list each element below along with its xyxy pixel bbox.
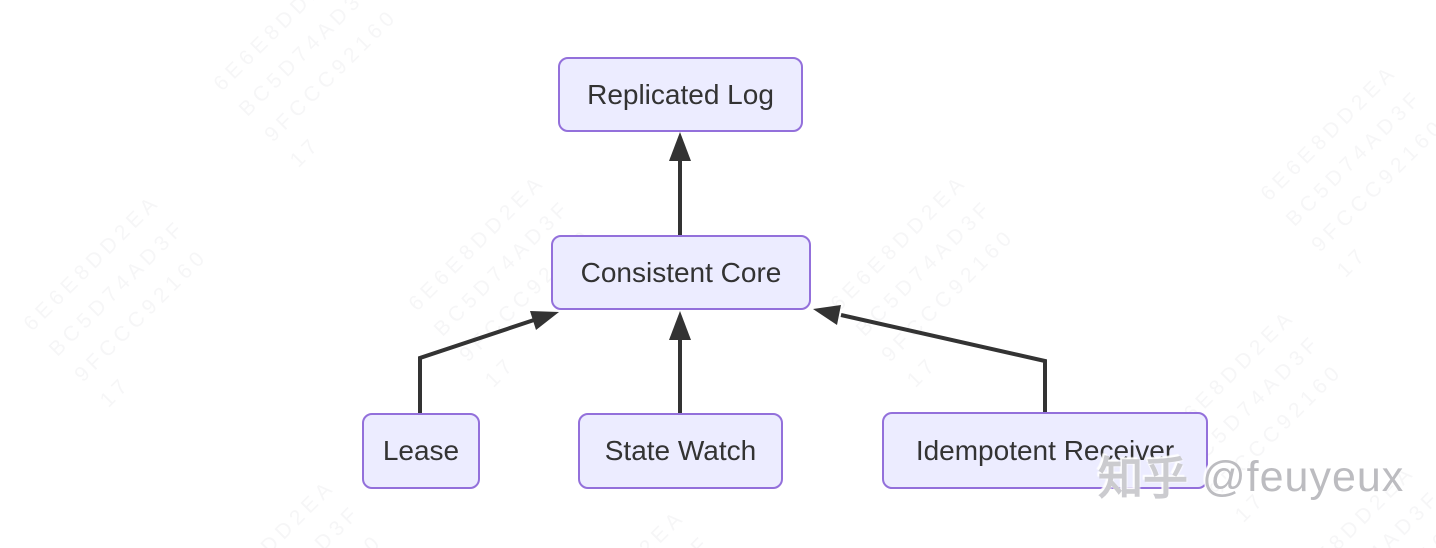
arrowhead-state-watch-to-consistent-core (669, 311, 691, 340)
node-label: State Watch (604, 435, 757, 466)
node-label: Idempotent Receiver (915, 434, 1175, 466)
node-label: Consistent Core (580, 256, 782, 288)
arrowhead-lease-to-consistent-core (530, 311, 559, 330)
node-label: Lease (382, 435, 460, 466)
edge-idempotent-receiver-to-consistent-core (840, 313, 1047, 413)
node-consistent-core: Consistent Core (551, 235, 811, 310)
node-state-watch: State Watch (578, 413, 783, 489)
node-idempotent-receiver: Idempotent Receiver (882, 412, 1208, 489)
node-replicated-log: Replicated Log (558, 57, 803, 132)
arrowhead-to-replicated-log (669, 132, 691, 161)
node-label: Replicated Log (587, 78, 774, 110)
node-lease: Lease (362, 413, 480, 489)
arrowhead-idempotent-receiver-to-consistent-core (813, 305, 841, 325)
edge-lease-to-consistent-core (418, 317, 538, 413)
